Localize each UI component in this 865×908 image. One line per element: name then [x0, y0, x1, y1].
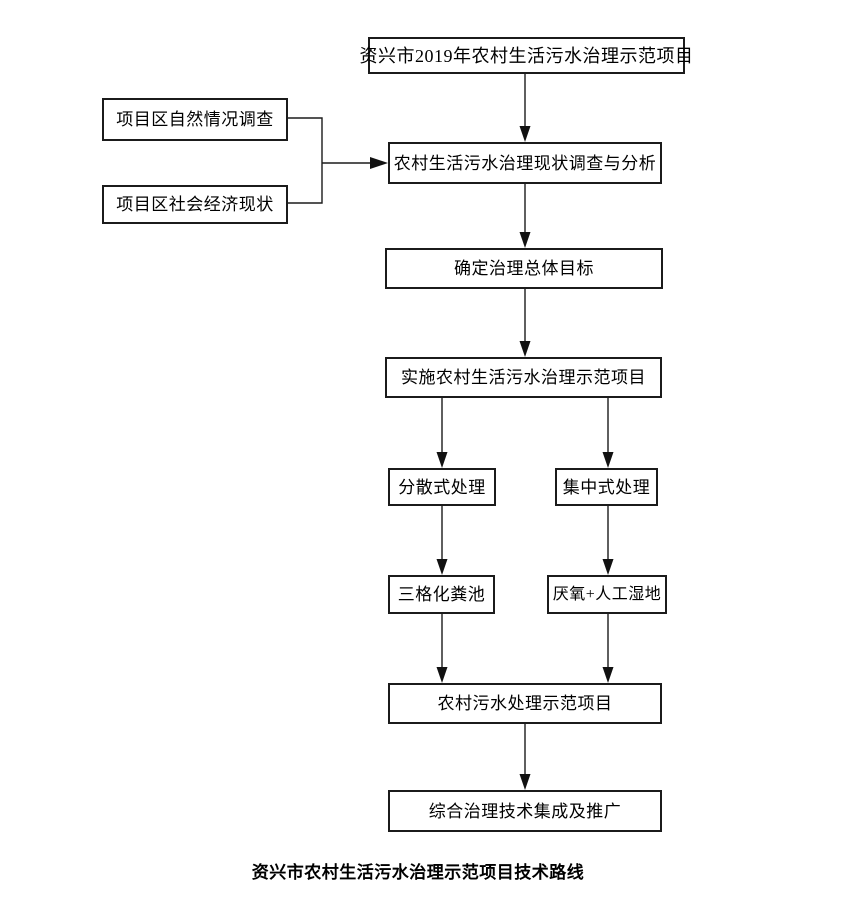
node-demo-project: 农村污水处理示范项目	[388, 683, 662, 724]
node-dispersed-treatment-label: 分散式处理	[398, 477, 486, 497]
arrow-goal-implement-head	[519, 341, 531, 357]
arrow-top-survey-head	[519, 126, 531, 142]
diagram-caption: 资兴市农村生活污水治理示范项目技术路线	[251, 863, 585, 882]
node-dispersed-treatment: 分散式处理	[388, 468, 496, 506]
node-centralized-treatment-label: 集中式处理	[562, 477, 651, 497]
node-anaerobic-wetland-label: 厌氧+人工湿地	[552, 585, 662, 603]
arrow-centralized-anaerobic-head	[602, 559, 614, 575]
node-natural-survey: 项目区自然情况调查	[102, 98, 288, 141]
arrow-demo-promotion-head	[519, 774, 531, 790]
arrow-dispersed-septic-head	[436, 559, 448, 575]
node-overall-goal-label: 确定治理总体目标	[454, 259, 594, 278]
node-social-economic-label: 项目区社会经济现状	[116, 195, 274, 214]
node-status-analysis-label: 农村生活污水治理现状调查与分析	[393, 153, 657, 173]
node-tech-promotion-label: 综合治理技术集成及推广	[428, 801, 622, 821]
node-implement-project: 实施农村生活污水治理示范项目	[385, 357, 662, 398]
node-project-title: 资兴市2019年农村生活污水治理示范项目	[360, 37, 693, 74]
node-centralized-treatment: 集中式处理	[555, 468, 658, 506]
arrow-anaerobic-demo-head	[602, 667, 614, 683]
node-septic-tank-label: 三格化粪池	[397, 585, 486, 604]
node-natural-survey-label: 项目区自然情况调查	[116, 110, 274, 129]
node-demo-project-label: 农村污水处理示范项目	[437, 694, 613, 713]
node-septic-tank: 三格化粪池	[388, 575, 495, 614]
arrow-implement-dispersed-head	[436, 452, 448, 468]
arrow-septic-demo-head	[436, 667, 448, 683]
node-status-analysis: 农村生活污水治理现状调查与分析	[388, 142, 662, 184]
node-anaerobic-wetland: 厌氧+人工湿地	[547, 575, 667, 614]
node-tech-promotion: 综合治理技术集成及推广	[388, 790, 662, 832]
arrow-bracket-survey-head	[370, 157, 388, 169]
arrow-survey-goal-head	[519, 232, 531, 248]
node-project-title-label: 资兴市2019年农村生活污水治理示范项目	[359, 45, 694, 66]
node-social-economic: 项目区社会经济现状	[102, 185, 288, 224]
node-implement-project-label: 实施农村生活污水治理示范项目	[401, 368, 646, 387]
arrow-implement-centralized-head	[602, 452, 614, 468]
bracket-side-inputs	[288, 117, 323, 204]
node-overall-goal: 确定治理总体目标	[385, 248, 663, 289]
